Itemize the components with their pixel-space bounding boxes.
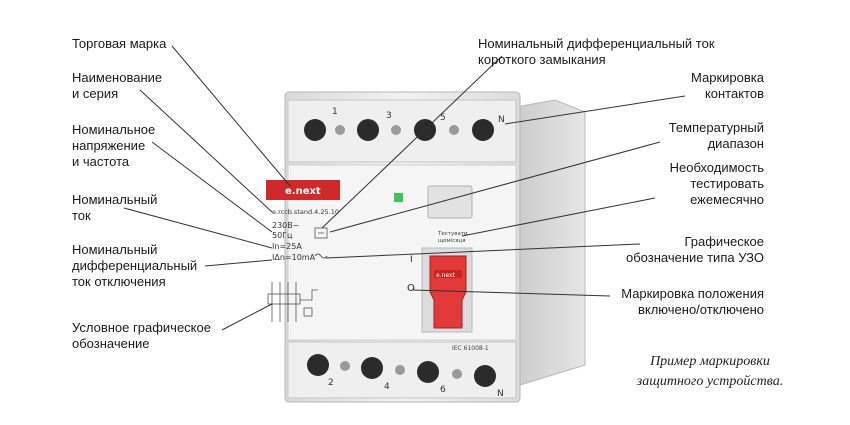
figure-caption: Пример маркировки защитного устройства. bbox=[610, 352, 810, 392]
terminal-number: 1 bbox=[332, 107, 338, 117]
label-line: диапазон bbox=[707, 136, 764, 151]
spec-rated-current: In=25A bbox=[272, 242, 302, 251]
state-mark-off: O bbox=[407, 283, 415, 294]
handle-brand-strip bbox=[434, 270, 462, 278]
leader-brand bbox=[171, 45, 291, 187]
brand-plate bbox=[266, 180, 340, 200]
status-indicator bbox=[394, 193, 403, 202]
leader-type bbox=[325, 243, 641, 259]
label-line: дифференциальный bbox=[72, 258, 198, 273]
bottom-terminals bbox=[307, 354, 496, 387]
label-line: напряжение bbox=[72, 138, 146, 153]
label-line: ежемесячно bbox=[690, 192, 764, 207]
model-line: e.rccb.stand.4.25.10 bbox=[272, 208, 339, 216]
terminal-screw bbox=[449, 125, 459, 135]
label-line: включено/отключено bbox=[637, 302, 764, 317]
label-line: Номинальный bbox=[72, 192, 158, 207]
spec-voltage: 230В~ bbox=[272, 221, 299, 230]
terminal-hole[interactable] bbox=[361, 357, 383, 379]
terminal-number: 3 bbox=[386, 111, 392, 121]
brand-plate-text: e.next bbox=[285, 186, 321, 197]
schematic-symbol bbox=[267, 282, 318, 322]
label-position-marking: Маркировка положения включено/отключено bbox=[621, 286, 764, 318]
terminal-number: 2 bbox=[328, 378, 334, 388]
label-brand-mark: Торговая марка bbox=[72, 36, 166, 52]
leader-diff-trip bbox=[204, 259, 273, 267]
label-rated-current: Номинальный ток bbox=[72, 192, 157, 224]
label-line: Температурный bbox=[668, 120, 764, 135]
label-line: Номинальный дифференциальный ток bbox=[478, 36, 715, 51]
leader-voltage bbox=[151, 141, 273, 233]
label-symbol: Условное графическое обозначение bbox=[72, 320, 211, 352]
caption-line: Пример маркировки bbox=[650, 354, 770, 369]
terminal-screw bbox=[452, 369, 462, 379]
label-rated-voltage: Номинальное напряжение и частота bbox=[72, 122, 155, 170]
label-line: Наименование bbox=[72, 70, 163, 85]
caption-line: защитного устройства. bbox=[636, 374, 784, 389]
terminal-hole[interactable] bbox=[472, 119, 494, 141]
terminal-number: 5 bbox=[440, 113, 446, 123]
terminal-hole[interactable] bbox=[357, 119, 379, 141]
device-side-panel bbox=[509, 99, 586, 386]
leader-name bbox=[139, 89, 273, 213]
label-line: Маркировка bbox=[691, 70, 764, 85]
label-line: Условное графическое bbox=[72, 320, 211, 335]
terminal-number: N bbox=[498, 115, 505, 125]
label-rcd-type-symbol: Графическое обозначение типа УЗО bbox=[626, 234, 764, 266]
label-line: тестировать bbox=[690, 176, 764, 191]
label-line: обозначение bbox=[72, 336, 150, 351]
terminal-screw bbox=[395, 365, 405, 375]
terminal-hole[interactable] bbox=[304, 119, 326, 141]
label-line: Необходимость bbox=[669, 160, 764, 175]
terminal-screw bbox=[391, 125, 401, 135]
leader-lines bbox=[123, 45, 686, 331]
label-line: обозначение типа УЗО bbox=[625, 250, 764, 265]
label-line: короткого замыкания bbox=[478, 52, 606, 67]
leader-diff-short bbox=[321, 55, 503, 229]
label-name-series: Наименование и серия bbox=[72, 70, 162, 102]
spec-frequency: 50Гц bbox=[272, 231, 293, 240]
label-line: Номинальное bbox=[72, 122, 156, 137]
terminal-number: N bbox=[497, 389, 504, 399]
label-line: контактов bbox=[704, 86, 764, 101]
terminal-screw bbox=[340, 361, 350, 371]
toggle-handle[interactable] bbox=[429, 255, 467, 329]
label-line: Торговая марка bbox=[72, 36, 167, 51]
label-line: Маркировка положения bbox=[621, 286, 764, 301]
label-line: Графическое bbox=[684, 234, 764, 249]
label-temp-range: Температурный диапазон bbox=[669, 120, 764, 152]
test-label-line1: Тестувати bbox=[437, 231, 468, 237]
leader-test bbox=[461, 197, 656, 237]
test-button[interactable] bbox=[427, 185, 473, 219]
label-rated-diff-short: Номинальный дифференциальный ток коротко… bbox=[478, 36, 715, 68]
handle-brand-text: e.next bbox=[436, 272, 456, 279]
terminal-number: 6 bbox=[440, 385, 446, 395]
leader-contacts bbox=[504, 95, 686, 125]
label-contact-marking: Маркировка контактов bbox=[691, 70, 764, 102]
label-test-monthly: Необходимость тестировать ежемесячно bbox=[670, 160, 764, 208]
standard-mark: IEC 61008-1 bbox=[452, 345, 489, 352]
terminal-screw bbox=[335, 125, 345, 135]
leader-temp bbox=[329, 141, 661, 233]
leader-current bbox=[123, 207, 273, 249]
terminal-number: 4 bbox=[384, 382, 390, 392]
leader-position bbox=[412, 289, 611, 297]
label-line: и частота bbox=[72, 154, 130, 169]
leader-symbol bbox=[221, 303, 273, 331]
test-label-line2: щомісяця bbox=[438, 238, 466, 244]
label-line: ток отключения bbox=[72, 274, 166, 289]
rcd-type-symbol bbox=[314, 253, 328, 259]
terminal-hole[interactable] bbox=[417, 361, 439, 383]
label-line: ток bbox=[72, 208, 91, 223]
terminal-hole[interactable] bbox=[307, 354, 329, 376]
terminal-hole[interactable] bbox=[474, 365, 496, 387]
label-line: Номинальный bbox=[72, 242, 158, 257]
spec-diff-current: IΔn=10mA bbox=[272, 253, 316, 262]
label-rated-diff-trip: Номинальный дифференциальный ток отключе… bbox=[72, 242, 197, 290]
state-mark-on: I bbox=[410, 255, 413, 265]
temperature-symbol bbox=[314, 227, 328, 239]
label-line: и серия bbox=[72, 86, 119, 101]
